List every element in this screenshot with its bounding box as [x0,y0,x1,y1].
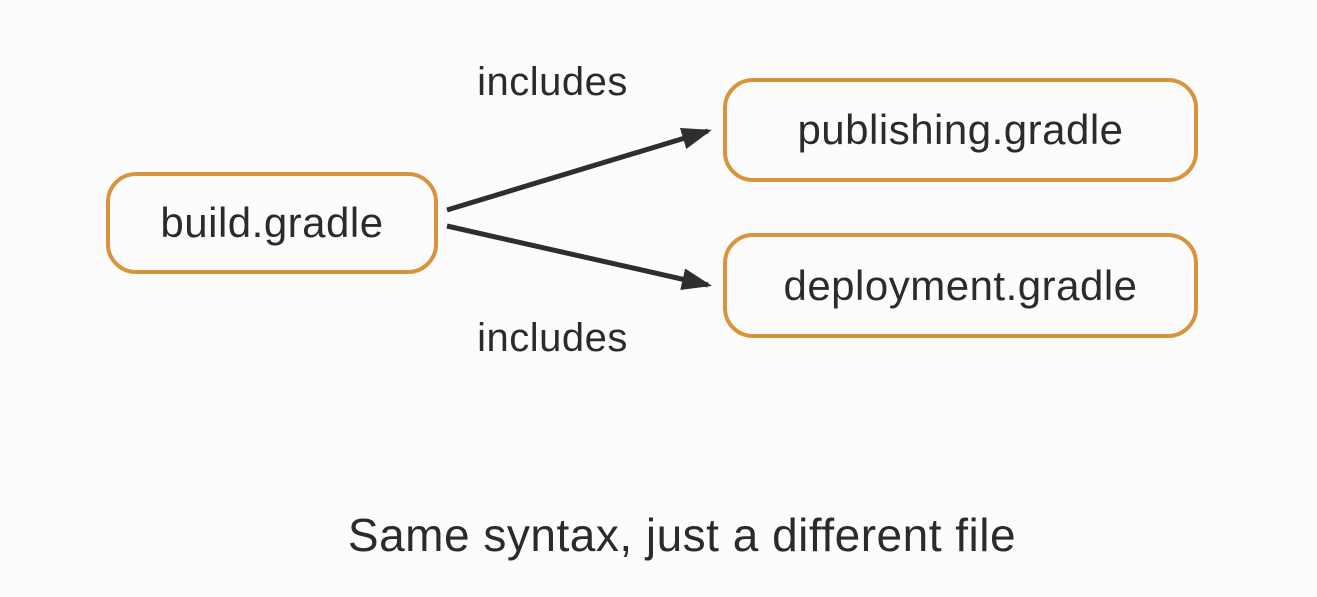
arrow-build-to-deployment [446,223,712,290]
node-build-gradle-label: build.gradle [160,199,384,246]
node-publishing-gradle-label: publishing.gradle [797,106,1124,153]
node-deployment-gradle: deployment.gradle [723,233,1198,338]
node-build-gradle: build.gradle [106,172,438,274]
arrow-build-to-publishing [446,128,712,213]
node-publishing-gradle: publishing.gradle [723,78,1198,182]
edge-label-includes-top: includes [477,60,628,104]
node-deployment-gradle-label: deployment.gradle [783,261,1138,309]
edge-label-includes-bottom: includes [477,316,628,360]
caption: Same syntax, just a different file [347,509,1017,561]
